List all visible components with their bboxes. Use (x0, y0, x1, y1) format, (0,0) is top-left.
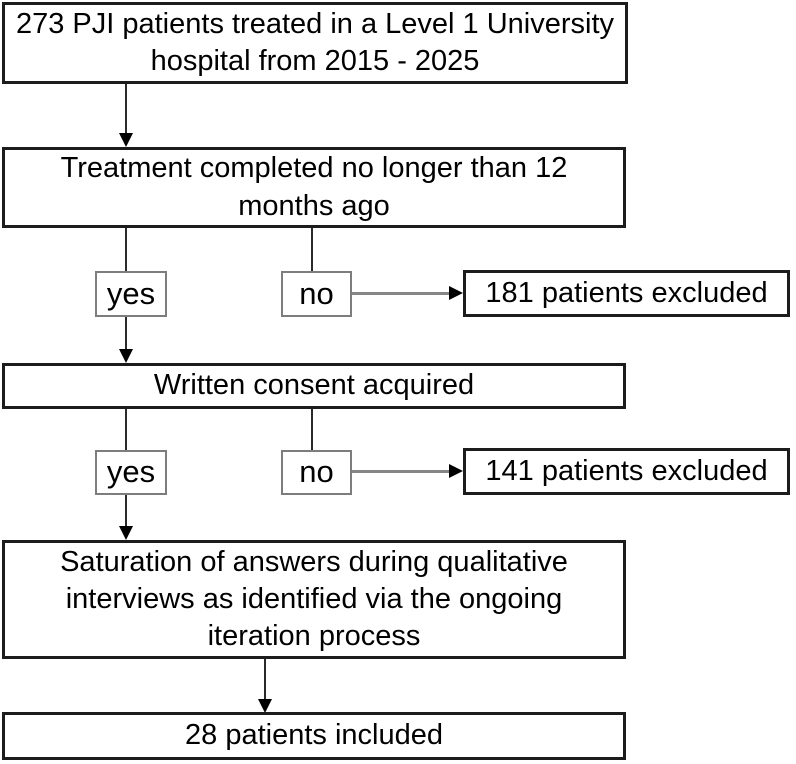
connector-cohort-to-treatment (125, 84, 127, 134)
connector-no-to-excluded-treatment (352, 292, 449, 295)
arrowhead-yes-to-consent (119, 349, 133, 363)
connector-no-to-excluded-consent (352, 470, 449, 473)
connector-consent-to-no (311, 409, 313, 450)
connector-consent-to-yes (125, 409, 127, 450)
box-criterion-saturation: Saturation of answers during qualitative… (2, 540, 626, 659)
decision-consent-yes: yes (95, 450, 167, 495)
box-excluded-treatment: 181 patients excluded (463, 270, 790, 317)
connector-yes-to-consent (125, 317, 127, 350)
connector-saturation-to-included (264, 659, 266, 699)
box-excluded-consent: 141 patients excluded (463, 448, 790, 495)
arrowhead-saturation-to-included (258, 699, 272, 713)
box-cohort: 273 PJI patients treated in a Level 1 Un… (2, 2, 628, 84)
connector-yes-to-saturation (125, 495, 127, 526)
arrowhead-no-to-excluded-consent (449, 464, 463, 478)
decision-treatment-no: no (281, 271, 352, 317)
box-included: 28 patients included (2, 712, 626, 760)
connector-treatment-to-yes (125, 228, 127, 271)
arrowhead-cohort-to-treatment (119, 133, 133, 147)
arrowhead-no-to-excluded-treatment (449, 286, 463, 300)
box-criterion-treatment: Treatment completed no longer than 12 mo… (2, 147, 626, 228)
arrowhead-yes-to-saturation (119, 526, 133, 540)
box-criterion-consent: Written consent acquired (2, 363, 626, 409)
connector-treatment-to-no (311, 228, 313, 271)
decision-treatment-yes: yes (95, 271, 167, 317)
decision-consent-no: no (281, 450, 352, 495)
